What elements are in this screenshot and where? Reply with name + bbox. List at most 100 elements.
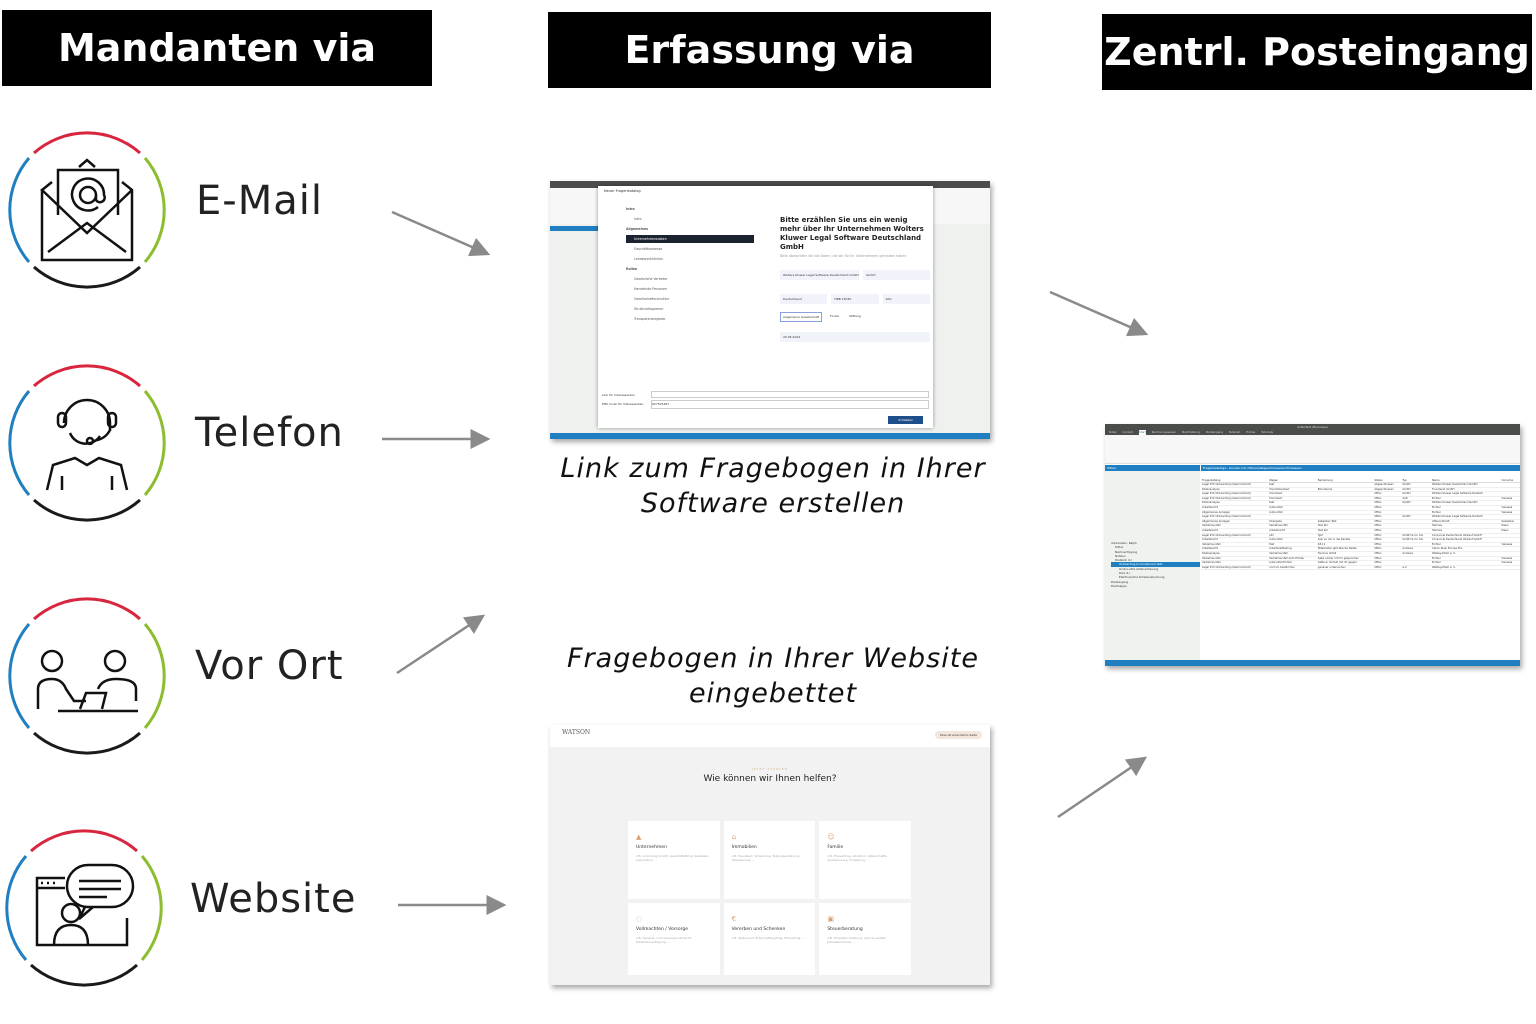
nav-item[interactable]: Strukturdiagramm [634, 307, 664, 311]
link-label: Link für Interessenten [602, 393, 635, 397]
ribbon-tab[interactable]: Buchhaltung [1182, 430, 1200, 434]
radio-allgemeine[interactable]: Allgemeine Gesellschaft [780, 312, 823, 322]
nav-item[interactable]: Gesellschafterstruktur [634, 297, 670, 301]
ribbon-tab[interactable]: Tutorials [1261, 430, 1273, 434]
table-cell: genauer untersuchen [1316, 565, 1374, 571]
table-cell: Offen [1373, 523, 1402, 529]
tree-item[interactable]: ToDos [1115, 545, 1124, 550]
tree-item[interactable]: Notizen [1115, 553, 1126, 558]
nav-item[interactable]: Gesetzliche Vertreter [634, 277, 668, 281]
tree-item[interactable]: Posteingang [1111, 579, 1129, 584]
table-row[interactable]: Legal KYC Onboarding (GwG konform)Immoka… [1201, 491, 1520, 497]
radio-stiftung[interactable]: Stiftung [848, 314, 861, 318]
nav-item[interactable]: Intro [634, 217, 642, 221]
table-cell: Arbeitsrecht [1201, 546, 1269, 552]
card-desc: z.B. Testament, Erbschaftsvertrag, Erbve… [731, 936, 806, 940]
tree-item[interactable]: Online-Akte Aktenerfassung [1119, 566, 1159, 571]
ribbon-tab[interactable]: Start [1138, 430, 1146, 435]
table-cell: Offen [1373, 491, 1402, 497]
table-cell: Immokauf [1268, 491, 1317, 497]
table-cell [1500, 482, 1520, 488]
nav-item[interactable]: Handelnde Personen [634, 287, 667, 291]
nav-item[interactable]: Landesrechtliches [634, 257, 663, 261]
ribbon-tab[interactable]: Posteingang [1205, 430, 1224, 434]
radio-fonds[interactable]: Fonds [830, 314, 839, 318]
column-header[interactable]: Status [1373, 479, 1402, 483]
nav-item[interactable]: Geschäftsadresse [634, 247, 663, 251]
caption-website-line2: eingebettet [688, 678, 858, 709]
table-row[interactable]: Legal KYC Onboarding (GwG konform)noch z… [1201, 565, 1520, 571]
mfa-field[interactable]: 827503287 [651, 400, 929, 409]
table-cell: 28.11 [1316, 542, 1374, 548]
register-number-field[interactable]: HRB 15030 [831, 294, 879, 304]
ribbon-tab[interactable]: Cockpit [1122, 430, 1133, 434]
column-header[interactable]: Wegen [1268, 479, 1317, 483]
ribbon-tab[interactable]: Rechnungswesen [1151, 430, 1177, 434]
legal-form-select[interactable]: GmbH [863, 270, 930, 280]
nav-section[interactable]: Rollen [626, 267, 638, 271]
nav-item[interactable]: Transparenzregister [634, 317, 666, 321]
nav-section[interactable]: Allgemeines [626, 227, 648, 231]
table-cell: Offen [1373, 551, 1402, 557]
table-cell: Offen [1373, 496, 1402, 502]
table-cell: Allgemeines Anliegen [1201, 510, 1269, 516]
column-header[interactable]: Vorname [1500, 479, 1520, 483]
ribbon-tab[interactable]: Notariat [1229, 430, 1241, 434]
tree-item[interactable]: Elektronische Schadensbuchung [1119, 575, 1165, 580]
table-cell: Abgeschlossen [1373, 482, 1402, 488]
table-cell: Verkehrsunfall [1201, 542, 1269, 548]
nav-item-active[interactable]: Unternehmensdaten [626, 235, 754, 243]
link-field[interactable] [651, 391, 929, 398]
register-court-field[interactable]: Köln [882, 294, 930, 304]
ribbon-tab[interactable]: Extras [1246, 430, 1256, 434]
close-button[interactable]: Schließen [888, 416, 923, 424]
firm-name-field[interactable]: Wolters Kluwer Legal Software Deutschlan… [780, 270, 860, 280]
card-title: Vererben und Schenken [731, 927, 786, 932]
table-cell: kein zu mir in die Kanzlei [1316, 537, 1374, 543]
nav-section[interactable]: Intro [626, 207, 635, 211]
table-cell: GmbH & Co. KG [1401, 537, 1431, 543]
tree-item[interactable]: Onboarding & Compliance Test [1111, 562, 1200, 567]
tree-item[interactable]: Vorderstein, Ralph [1111, 541, 1137, 545]
column-header[interactable]: Fragenkatalog [1201, 479, 1269, 483]
tree-item[interactable]: Nachverfolgung [1115, 549, 1138, 554]
column-header[interactable]: Name [1430, 479, 1501, 483]
tree-item[interactable]: Post (1) [1119, 571, 1130, 576]
grid-title: Fragenkataloge - Kunden mit offenen/abge… [1201, 465, 1520, 471]
date-field[interactable]: 20.05.2024 [780, 332, 930, 342]
table-cell [1316, 500, 1374, 506]
table-cell: Offen [1373, 560, 1402, 566]
country-select[interactable]: Deutschland [780, 294, 828, 304]
table-row[interactable]: Legal KYC Onboarding (GwG konform)Immoka… [1201, 496, 1520, 502]
tree-item[interactable]: Postmappe [1111, 583, 1127, 588]
column-header[interactable]: Typ [1401, 479, 1431, 483]
column-header[interactable]: Bemerkung [1316, 479, 1374, 483]
caption-software-line2: Software erstellen [640, 488, 906, 519]
channel-label-email: E-Mail [196, 178, 323, 224]
ribbon-tab[interactable]: Datei [1109, 430, 1117, 434]
tree-item[interactable]: Postkorb (1) [1115, 558, 1132, 563]
table-cell: Offen [1373, 546, 1402, 552]
